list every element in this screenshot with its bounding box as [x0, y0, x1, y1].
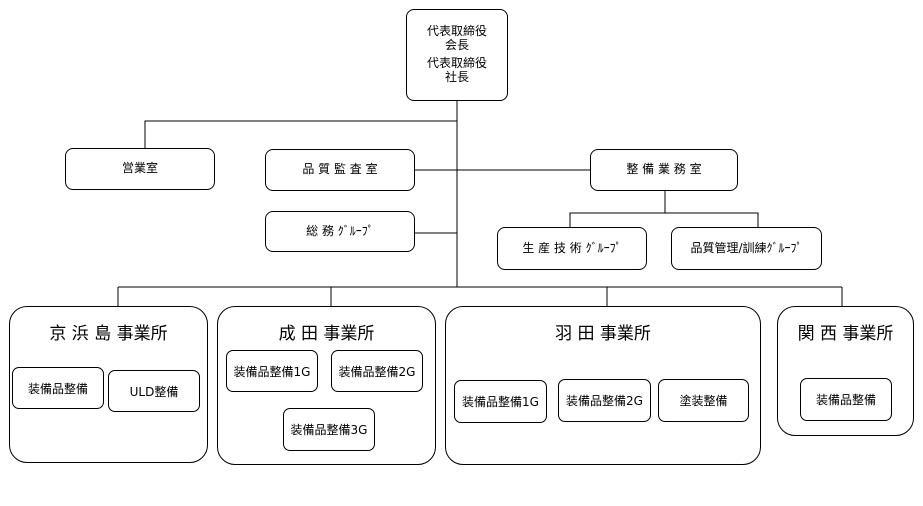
maintenance-office-box: 整 備 業 務 室 [590, 149, 738, 191]
haneda-unit-2: 装備品整備2G [558, 379, 651, 422]
quality-audit-box: 品 質 監 査 室 [265, 149, 415, 191]
maintenance-child-bus [569, 212, 759, 227]
haneda-unit-1: 装備品整備1G [454, 380, 547, 423]
narita-office: 成 田 事業所 装備品整備1G 装備品整備2G 装備品整備3G [217, 306, 436, 465]
haneda-office-title: 羽 田 事業所 [555, 324, 651, 344]
chairman-title: 代表取締役 [426, 24, 487, 39]
keihinjima-office-title: 京 浜 島 事業所 [49, 324, 168, 344]
chairman-role: 会長 [444, 38, 469, 53]
sales-office-box: 営業室 [65, 148, 215, 190]
sales-connector [144, 120, 457, 148]
maintenance-office-label: 整 備 業 務 室 [626, 162, 702, 177]
general-affairs-label: 総 務 ｸﾞﾙｰﾌﾟ [306, 223, 374, 238]
narita-unit-2: 装備品整備2G [331, 350, 423, 392]
general-affairs-box: 総 務 ｸﾞﾙｰﾌﾟ [265, 211, 415, 252]
kansai-office: 関 西 事業所 装備品整備 [777, 306, 914, 436]
kansai-office-title: 関 西 事業所 [797, 324, 894, 344]
president-title: 代表取締役 [426, 56, 487, 70]
kansai-unit-1: 装備品整備 [800, 378, 892, 421]
executive-box: 代表取締役 会長 代表取締役 社長 [406, 9, 508, 101]
narita-unit-3: 装備品整備3G [283, 408, 375, 451]
keihinjima-office: 京 浜 島 事業所 装備品整備 ULD整備 [9, 306, 208, 463]
production-tech-box: 生 産 技 術 ｸﾞﾙｰﾌﾟ [497, 227, 647, 270]
production-tech-label: 生 産 技 術 ｸﾞﾙｰﾌﾟ [522, 240, 622, 255]
haneda-unit-3: 塗装整備 [658, 379, 749, 422]
quality-audit-label: 品 質 監 査 室 [302, 162, 378, 177]
keihinjima-unit-2: ULD整備 [108, 370, 200, 412]
keihinjima-unit-1: 装備品整備 [12, 367, 104, 409]
narita-office-title: 成 田 事業所 [278, 324, 375, 344]
president-role: 社長 [444, 69, 469, 84]
haneda-office: 羽 田 事業所 装備品整備1G 装備品整備2G 塗装整備 [445, 306, 761, 465]
sales-office-label: 営業室 [121, 161, 158, 176]
quality-training-box: 品質管理/訓練ｸﾞﾙｰﾌﾟ [671, 227, 822, 270]
quality-training-label: 品質管理/訓練ｸﾞﾙｰﾌﾟ [690, 240, 803, 255]
narita-unit-1: 装備品整備1G [226, 350, 318, 392]
